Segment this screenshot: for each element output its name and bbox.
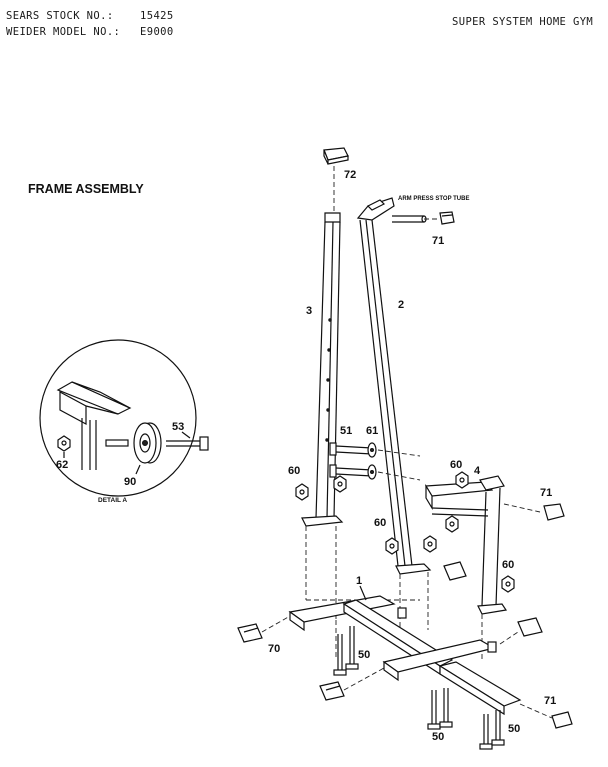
part-label-60-mid: 60 [374,517,386,529]
upright-tube-2 [356,197,432,575]
part-label-2: 2 [398,299,404,311]
part-label-90: 90 [124,476,136,488]
diagram-title: FRAME ASSEMBLY [28,182,144,196]
part-label-62: 62 [56,459,68,471]
part-label-60-right: 60 [502,559,514,571]
part-label-71-right: 71 [540,487,552,499]
nuts-60-left [295,475,437,555]
stock-value: 15425 [140,10,174,22]
part-label-70: 70 [268,643,280,655]
part-label-3: 3 [306,305,312,317]
bolts-51-washers-61 [329,442,421,481]
part-label-60-left: 60 [288,465,300,477]
detail-a-view: 53 62 90 DETAIL A [39,339,209,504]
part-label-53: 53 [172,421,184,433]
base-frame-1 [288,595,522,716]
base-end-caps-70 [237,561,573,729]
bolts-50 [333,626,505,750]
part-label-71-bottom: 71 [544,695,556,707]
part-label-60-bracket: 60 [450,459,462,471]
product-name: SUPER SYSTEM HOME GYM [452,16,594,28]
part-label-50-left: 50 [358,649,370,661]
part-label-4: 4 [474,465,481,477]
part-label-72: 72 [344,169,356,181]
part-label-51: 51 [340,425,352,437]
part-label-71-top: 71 [432,235,444,247]
part-label-61: 61 [366,425,378,437]
cap-72 [323,147,349,165]
arm-press-stop-tube-label: ARM PRESS STOP TUBE [398,196,469,202]
model-value: E9000 [140,26,174,38]
bracket-4 [424,471,565,615]
part-label-50-right: 50 [508,723,520,735]
part-label-1: 1 [356,575,362,587]
stock-label: SEARS STOCK NO.: [6,10,114,22]
detail-label: DETAIL A [98,497,127,504]
part-label-50-mid: 50 [432,731,444,743]
model-label: WEIDER MODEL NO.: [6,26,121,38]
cap-71-top [424,211,455,225]
